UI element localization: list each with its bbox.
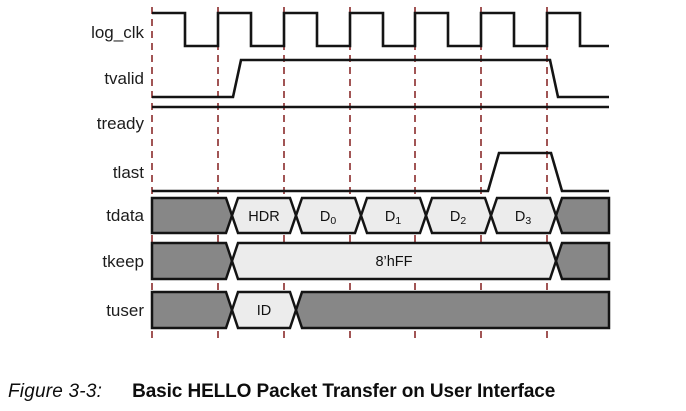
figure-caption-number: Figure 3-3: bbox=[8, 381, 103, 402]
tdata-segment-unknown-end bbox=[554, 196, 611, 235]
tkeep-bus bbox=[150, 241, 611, 281]
tlast-waveform bbox=[152, 151, 609, 193]
tdata-label-d1: D1 bbox=[385, 209, 401, 227]
tuser-bus bbox=[150, 290, 611, 330]
signal-labels: log_clk tvalid tready tlast tdata tkeep … bbox=[91, 23, 144, 320]
signal-label-tkeep: tkeep bbox=[102, 252, 144, 271]
tkeep-segment-unknown-end bbox=[554, 241, 611, 281]
clock-edge-gridlines bbox=[151, 7, 548, 341]
log_clk-waveform bbox=[152, 11, 609, 48]
scalar-waveforms bbox=[152, 11, 609, 193]
timing-diagram-canvas: log_clk tvalid tready tlast tdata tkeep … bbox=[91, 7, 611, 341]
tuser-segment-unknown-start bbox=[150, 290, 234, 330]
tdata-label-d2: D2 bbox=[450, 209, 466, 227]
figure-caption-title: Basic HELLO Packet Transfer on User Inte… bbox=[132, 381, 556, 402]
tkeep-label-value: 8’hFF bbox=[375, 254, 412, 270]
tuser-segment-unknown-end bbox=[294, 290, 611, 330]
tuser-label-id: ID bbox=[257, 303, 272, 319]
tdata-label-hdr: HDR bbox=[248, 209, 279, 225]
tdata-label-d0: D0 bbox=[320, 209, 336, 227]
tdata-bus-labels: HDR D0 D1 D2 D3 bbox=[248, 209, 531, 227]
tdata-bus bbox=[150, 196, 611, 235]
tdata-segment-unknown-start bbox=[150, 196, 234, 235]
tkeep-segment-unknown-start bbox=[150, 241, 234, 281]
signal-label-tready: tready bbox=[97, 114, 145, 133]
signal-label-tvalid: tvalid bbox=[104, 69, 144, 88]
signal-label-log_clk: log_clk bbox=[91, 23, 144, 42]
tvalid-waveform bbox=[152, 58, 609, 99]
figure-caption: Figure 3-3: Basic HELLO Packet Transfer o… bbox=[8, 381, 555, 403]
tdata-label-d3: D3 bbox=[515, 209, 531, 227]
signal-label-tlast: tlast bbox=[113, 163, 144, 182]
signal-label-tuser: tuser bbox=[106, 301, 144, 320]
signal-label-tdata: tdata bbox=[106, 206, 144, 225]
